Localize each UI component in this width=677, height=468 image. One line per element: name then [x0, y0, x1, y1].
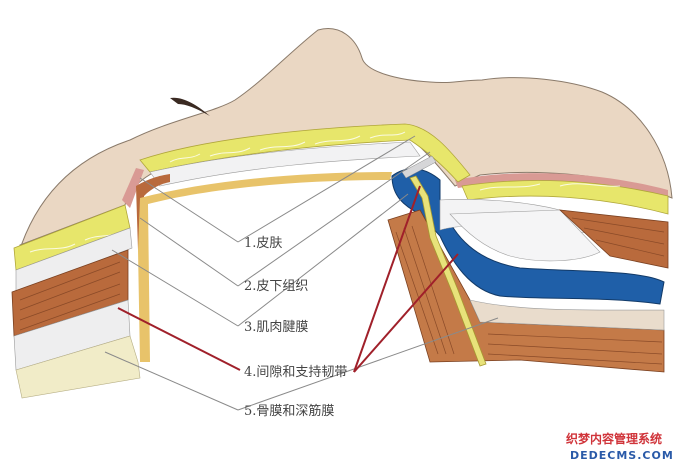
skin-edge-left — [122, 168, 144, 208]
ligament-leader-lines — [117, 185, 459, 373]
label-space-ligament: 4.间隙和支持韧带 — [244, 365, 347, 380]
ligament-leader-3 — [353, 253, 459, 373]
leader-lines — [104, 135, 499, 411]
fascia-upper — [149, 141, 421, 187]
leader-3b — [237, 193, 409, 327]
leader-3a — [111, 249, 239, 327]
label-muscle-aponeurosis: 3.肌肉腱膜 — [244, 320, 308, 335]
leader-1a — [139, 177, 239, 243]
muscle-block-right — [558, 209, 669, 269]
ligament-leader-2 — [353, 185, 421, 373]
leader-5a — [104, 351, 239, 411]
muscle-fiber-lines-left — [19, 261, 121, 331]
skin-edge-right — [455, 173, 668, 198]
bone-left — [15, 335, 141, 399]
leader-2b — [237, 151, 431, 287]
watermark-cn: 织梦内容管理系统 — [566, 431, 662, 446]
label-subcutaneous: 2.皮下组织 — [244, 279, 308, 294]
cavity — [146, 171, 420, 352]
ligament-leader-1 — [117, 307, 241, 371]
watermark-en: DEDECMS.COM — [570, 449, 674, 462]
leader-1b — [237, 135, 416, 243]
eye-mark — [170, 97, 210, 116]
leader-5b — [237, 317, 499, 411]
label-periosteum-fascia: 5.骨膜和深筋膜 — [244, 403, 334, 419]
label-skin: 1.皮肤 — [244, 236, 282, 251]
fascia-left — [15, 227, 133, 293]
retaining-wedge — [449, 209, 601, 262]
leader-2a — [139, 217, 239, 287]
fat-layer-right — [461, 180, 669, 215]
septum-strand — [401, 155, 437, 179]
fat-layer — [139, 123, 471, 183]
muscle-fiber-lines-right — [571, 217, 665, 257]
periosteum-right — [469, 299, 665, 331]
fat-lobule-lines — [29, 131, 621, 253]
